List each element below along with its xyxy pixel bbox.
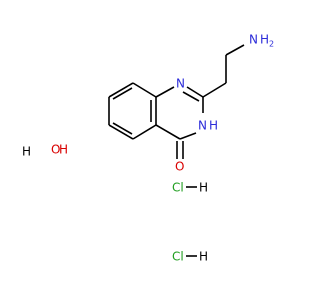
bond-c2-ch2 — [202, 82, 227, 98]
carbonyl-o-label: O — [175, 160, 184, 174]
amine-n-label: N — [249, 33, 258, 47]
double-bond-c7-c8 — [112, 87, 133, 100]
ring-n1-label: N — [176, 77, 185, 91]
bond-n3-c4 — [179, 132, 197, 140]
bond-c4-c4a — [155, 124, 181, 140]
amine-h-subscript: 2 — [269, 40, 274, 49]
hcl-2-h-label: H — [199, 250, 208, 264]
bond-c8a-n1 — [155, 86, 175, 98]
amine-h-label: H — [260, 33, 269, 47]
benzene-ring — [108, 82, 157, 140]
ring-n3-h-label: H — [209, 119, 218, 133]
hcl-2-cl-label: Cl — [172, 250, 184, 264]
bond-c5-c6 — [108, 124, 134, 140]
bond-n1-c2 — [186, 86, 204, 98]
bond-ch2-n — [225, 44, 245, 56]
pyrimidinone-ring — [155, 86, 204, 159]
double-bond-n1-c2 — [182, 91, 200, 102]
water-o-label: O — [51, 143, 60, 157]
hcl-1-h-label: H — [199, 181, 208, 195]
water-h-label: H — [22, 145, 31, 159]
ring-n3-label: N — [198, 119, 207, 133]
bond-c8-c8a — [132, 82, 157, 98]
ethylamine-chain — [202, 44, 245, 98]
structure-canvas: N H 2 N N H O H O H Cl H Cl H — [22, 33, 274, 264]
bond-c7-c8 — [108, 82, 134, 98]
hcl-1-cl-label: Cl — [172, 181, 184, 195]
molecule-structure: N H 2 N N H O H O H Cl H Cl H — [22, 33, 274, 264]
double-bond-c5-c6 — [112, 122, 133, 135]
water-h2-label: H — [59, 143, 68, 157]
bond-c4a-c5 — [132, 124, 157, 140]
